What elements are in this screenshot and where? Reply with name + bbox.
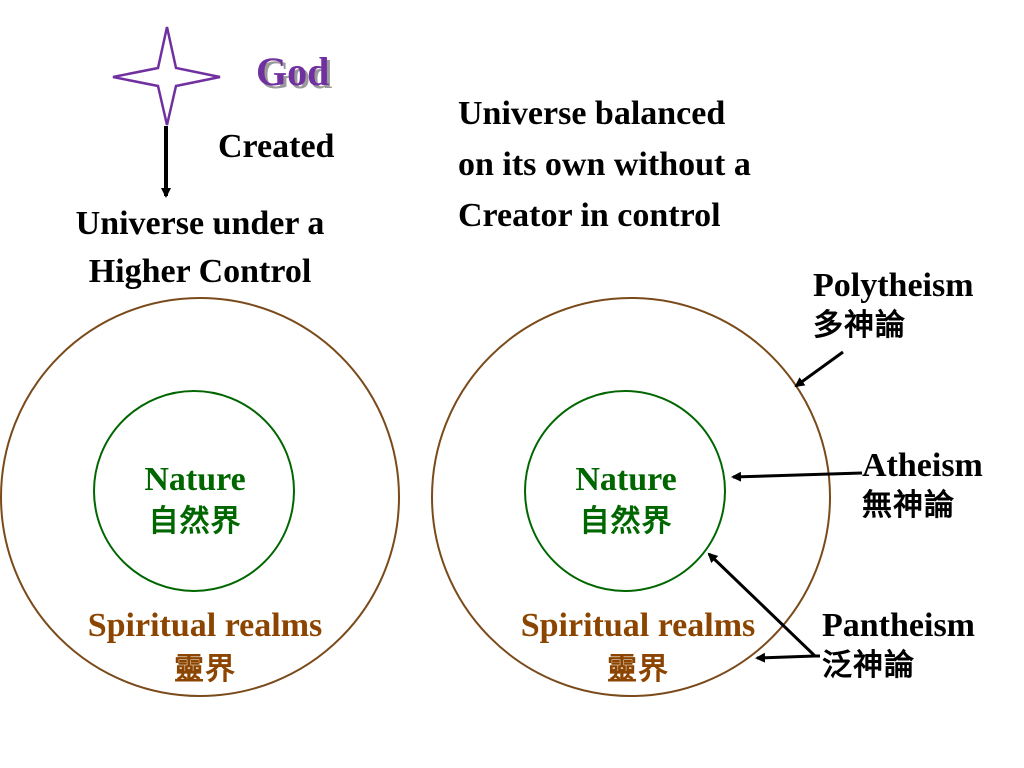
caption-line: Higher Control (88, 253, 312, 290)
pantheism-label-en: Pantheism (822, 607, 975, 644)
polytheism-label: Polytheism 多神論 (813, 266, 974, 346)
pantheism-arrow-to-nature (707, 552, 817, 658)
star-icon (112, 26, 221, 126)
spiritual-realm-circle-right (431, 297, 831, 697)
universe-balanced-caption: Universe balanced on its own without a C… (458, 88, 751, 241)
pantheism-label: Pantheism 泛神論 (822, 606, 975, 686)
spirit-label-en: Spiritual realms (87, 607, 323, 644)
nature-label-zh: 自然界 (148, 504, 242, 539)
atheism-label-en: Atheism (862, 447, 983, 484)
god-label: God (256, 49, 330, 94)
pantheism-arrow-to-spirit (755, 652, 816, 663)
spirit-label-en: Spiritual realms (520, 607, 756, 644)
polytheism-label-zh: 多神論 (813, 308, 906, 343)
polytheism-label-en: Polytheism (813, 267, 974, 304)
spiritual-realm-circle-left (0, 297, 400, 697)
polytheism-arrow (794, 350, 844, 388)
caption-line: Creator in control (458, 197, 721, 234)
spirit-label-zh: 靈界 (174, 652, 236, 687)
caption-line: on its own without a (458, 146, 751, 183)
nature-label-en: Nature (575, 461, 677, 498)
spirit-label-zh: 靈界 (607, 652, 669, 687)
caption-line: Universe under a (75, 205, 325, 242)
atheism-label: Atheism 無神論 (862, 446, 983, 526)
caption-line: Universe balanced (458, 95, 726, 132)
universe-higher-control-caption: Universe under a Higher Control (30, 200, 370, 296)
nature-label-en: Nature (144, 461, 246, 498)
spiritual-realms-label-right: Spiritual realms 靈界 (478, 604, 798, 692)
spiritual-realms-label-left: Spiritual realms 靈界 (45, 604, 365, 692)
nature-label-zh: 自然界 (579, 504, 673, 539)
atheism-label-zh: 無神論 (862, 488, 955, 523)
nature-label-left: Nature 自然界 (115, 459, 275, 543)
created-label: Created (218, 128, 335, 165)
atheism-arrow (731, 471, 863, 482)
nature-circle-left (93, 390, 295, 592)
nature-label-right: Nature 自然界 (546, 459, 706, 543)
nature-circle-right (524, 390, 726, 592)
pantheism-label-zh: 泛神論 (822, 648, 915, 683)
